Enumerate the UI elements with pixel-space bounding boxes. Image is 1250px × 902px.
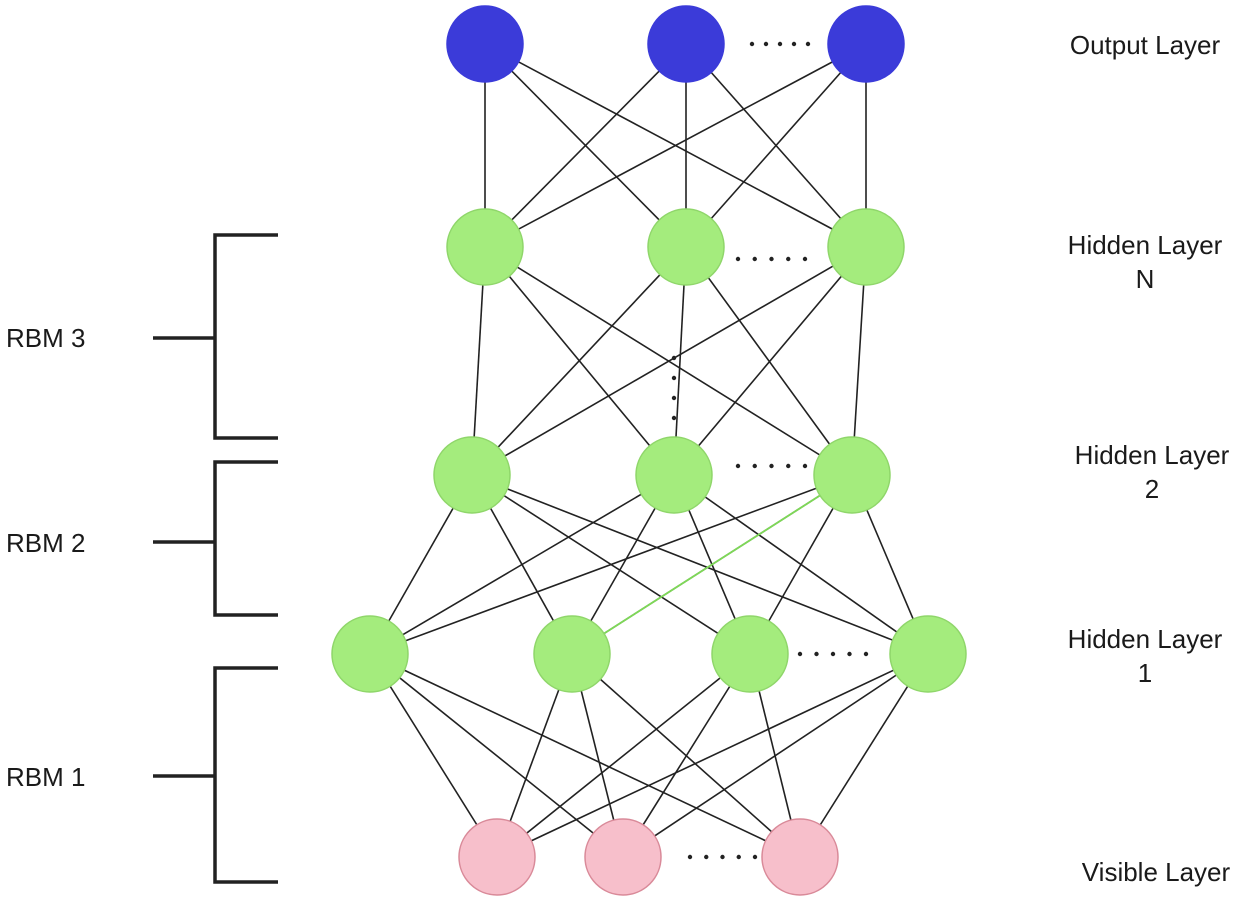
ellipsis-dot (797, 651, 803, 657)
ellipsis-dot (863, 651, 869, 657)
hidden-2-node (813, 436, 891, 514)
edge-hidden-1-visible (496, 653, 751, 858)
hidden-layer-2-label: Hidden Layer 2 (1074, 440, 1230, 504)
ellipsis-dot (735, 256, 741, 262)
hidden-n-node (827, 208, 905, 286)
hidden-layer-n-label: Hidden Layer N (1067, 230, 1223, 294)
ellipsis-dot (752, 463, 757, 469)
ellipsis-dot (763, 41, 769, 47)
hidden-2-node (635, 436, 713, 514)
hidden-n-node (647, 208, 725, 286)
edge-hidden-1-visible (622, 653, 751, 858)
vertical-ellipsis-dot (671, 355, 677, 361)
ellipsis-dot (687, 854, 693, 860)
ellipsis-dot (777, 41, 783, 47)
edge-hidden-1-visible (369, 653, 498, 858)
edge-output-hidden-n (484, 43, 687, 248)
hidden-1-node (533, 615, 611, 693)
vertical-ellipsis-dot (671, 415, 677, 421)
edge-hidden-1-visible (369, 653, 624, 858)
ellipsis-dot (769, 256, 774, 262)
ellipsis-dot (786, 463, 791, 469)
rbm-3-label: RBM 3 (6, 323, 86, 353)
edge-hidden-2-hidden-1 (471, 474, 929, 655)
ellipsis-dot (791, 41, 797, 47)
ellipsis-dot (720, 854, 725, 860)
hidden-n-node (446, 208, 524, 286)
rbm-1-bracket (153, 666, 278, 884)
edge-hidden-n-hidden-2 (471, 246, 687, 476)
rbm-2-bracket (153, 460, 278, 617)
visible-node (458, 818, 536, 896)
ellipsis-dot (847, 651, 852, 657)
ellipsis-dot (735, 463, 741, 469)
ellipsis-dot (805, 41, 811, 47)
visible-node (584, 818, 662, 896)
output-layer-label: Output Layer (1069, 30, 1221, 60)
visible-layer-label: Visible Layer (1081, 857, 1231, 887)
edge-hidden-2-hidden-1 (369, 474, 853, 655)
ellipsis-dot (736, 854, 741, 860)
vertical-ellipsis-dot (671, 375, 677, 381)
edge-hidden-1-visible (799, 653, 929, 858)
ellipsis-dot (704, 854, 709, 860)
hidden-layer-1-label: Hidden Layer 1 (1067, 624, 1223, 688)
edge-hidden-1-visible (622, 653, 929, 858)
rbm-3-bracket (153, 233, 278, 440)
edge-output-hidden-n (484, 43, 867, 248)
vertical-ellipsis-dot (671, 395, 677, 401)
ellipsis-dot (802, 256, 808, 262)
ellipsis-dot (752, 256, 757, 262)
ellipsis-dot (749, 41, 755, 47)
edge-hidden-1-visible (496, 653, 929, 858)
highlight-edge (571, 474, 853, 655)
hidden-2-node (433, 436, 511, 514)
ellipsis-dot (786, 256, 791, 262)
edge-hidden-n-hidden-2 (673, 246, 867, 476)
hidden-1-node (331, 615, 409, 693)
rbm-2-label: RBM 2 (6, 528, 86, 558)
hidden-1-node (889, 615, 967, 693)
ellipsis-dot (830, 651, 836, 657)
ellipsis-dot (802, 463, 808, 469)
output-node (446, 5, 524, 83)
ellipsis-dot (814, 651, 819, 657)
output-node (827, 5, 905, 83)
edge-hidden-2-hidden-1 (369, 474, 675, 655)
rbm-1-label: RBM 1 (6, 762, 86, 792)
ellipsis-dot (752, 854, 758, 860)
edge-hidden-1-visible (369, 653, 801, 858)
edge-output-hidden-n (685, 43, 867, 248)
edge-hidden-n-hidden-2 (471, 246, 867, 476)
hidden-1-node (711, 615, 789, 693)
visible-node (761, 818, 839, 896)
ellipsis-dot (769, 463, 774, 469)
output-node (647, 5, 725, 83)
